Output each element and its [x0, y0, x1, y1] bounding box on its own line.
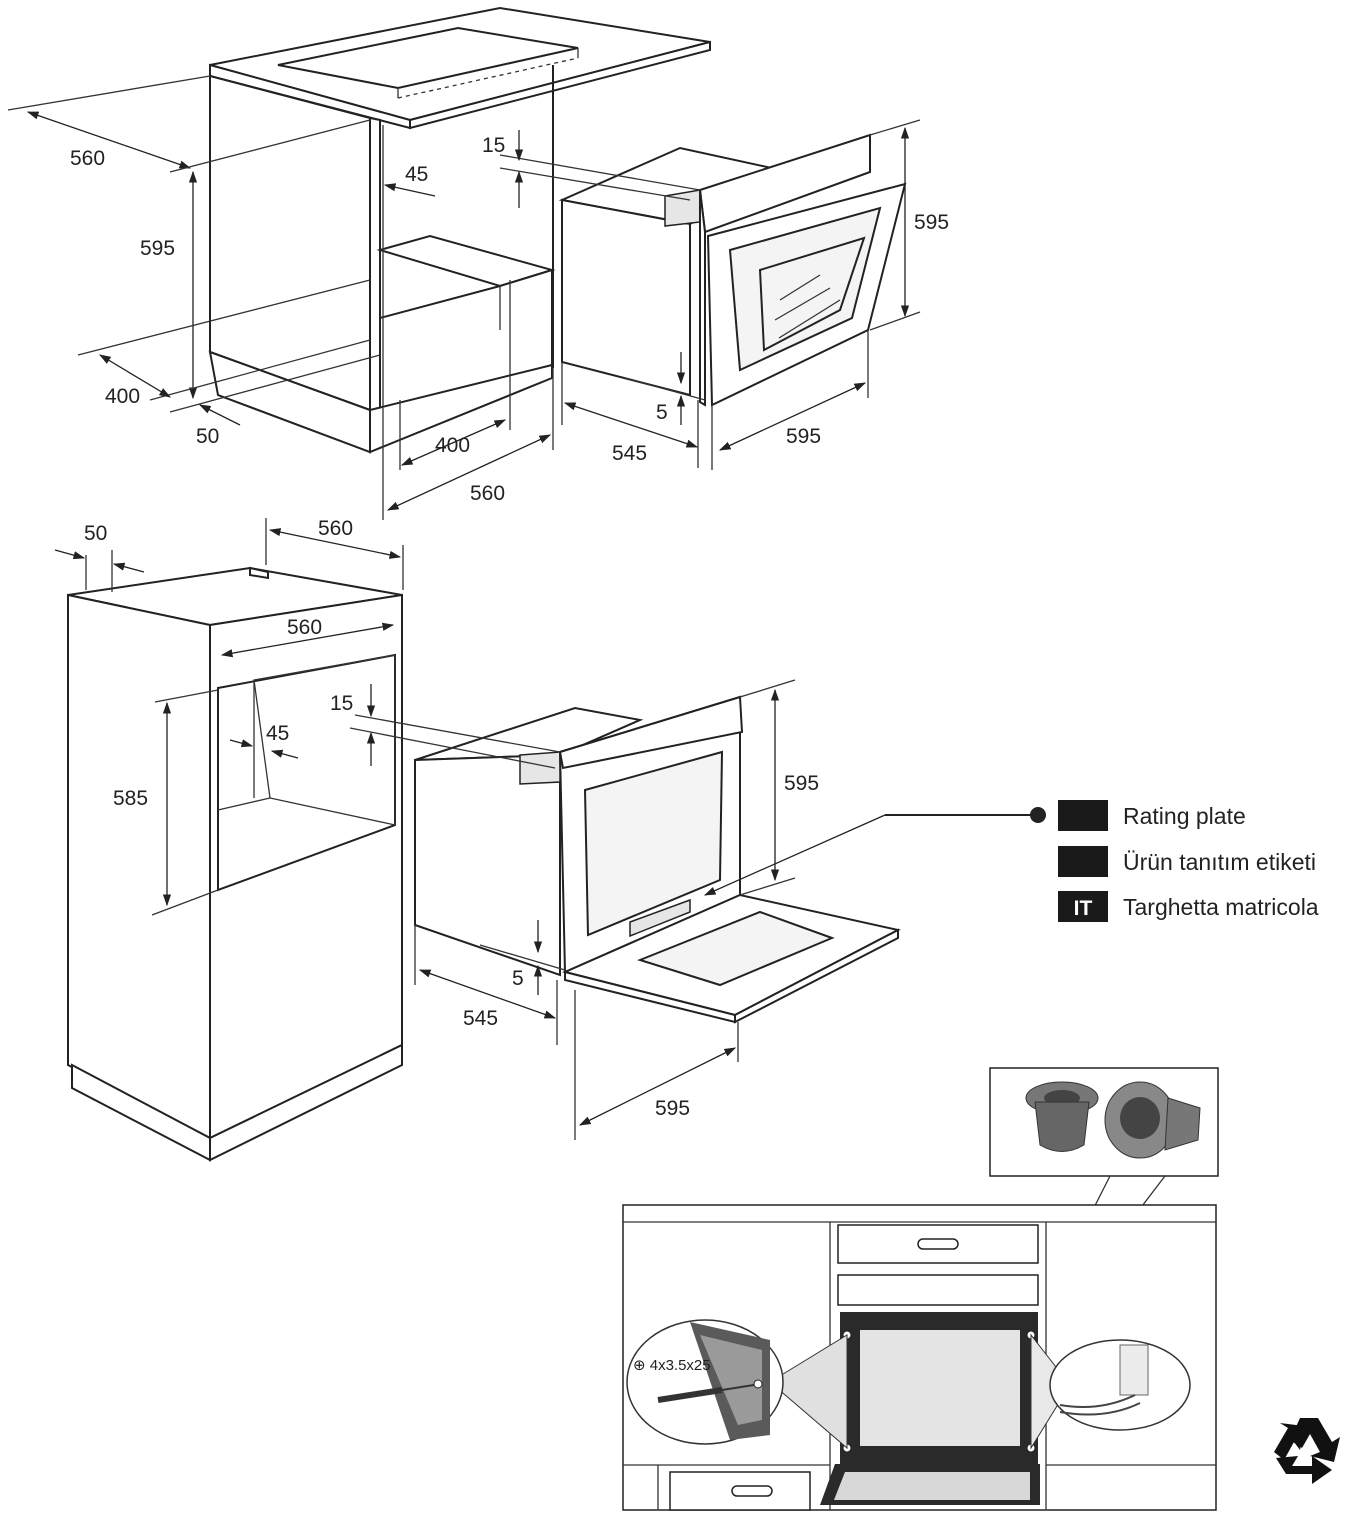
top-dim-top-gap: 15 [482, 134, 505, 157]
plug-left [1025, 1081, 1099, 1152]
top-dim-opening-width: 560 [470, 482, 505, 505]
bottom-dim-opening-height: 585 [113, 787, 148, 810]
bottom-dim-oven-width: 595 [655, 1097, 690, 1120]
top-dim-cabinet-depth: 560 [70, 147, 105, 170]
top-dim-oven-width: 595 [786, 425, 821, 448]
top-dim-bottom-depth: 400 [105, 385, 140, 408]
plug-right [1104, 1081, 1201, 1159]
bottom-dim-top-gap: 15 [330, 692, 353, 715]
rating-plate-pointer-dot [1030, 807, 1046, 823]
bottom-oven [414, 695, 901, 1024]
fixing-detail: ⊕ 4x3.5x25 [622, 1067, 1219, 1511]
legend-label-rating-plate: Rating plate [1123, 803, 1246, 829]
top-dim-oven-height: 595 [914, 211, 949, 234]
bottom-dim-bottom-clearance: 5 [512, 967, 524, 990]
tall-cabinet [67, 566, 403, 1162]
top-dim-oven-depth: 545 [612, 442, 647, 465]
legend-label-urun: Ürün tanıtım etiketi [1123, 849, 1316, 875]
bottom-dim-oven-depth: 545 [463, 1007, 498, 1030]
top-dim-bottom-gap: 50 [196, 425, 219, 448]
legend-badge-it-text: IT [1074, 897, 1093, 920]
bottom-dim-opening-width: 560 [287, 616, 322, 639]
bottom-dimensions: 50 560 560 15 45 585 595 5 [54, 517, 1046, 1140]
recycle-icon [1274, 1418, 1340, 1484]
top-dim-bottom-clearance: 5 [656, 401, 668, 424]
screw-spec-label: ⊕ 4x3.5x25 [633, 1357, 711, 1374]
top-dim-cabinet-height: 595 [140, 237, 175, 260]
rating-plate-legend: Rating plate Ürün tanıtım etiketi IT Tar… [1058, 800, 1319, 922]
top-dim-inner-depth: 400 [435, 434, 470, 457]
legend-badge-it [1058, 891, 1108, 922]
legend-badge-gb [1058, 800, 1108, 831]
legend-label-targhetta: Targhetta matricola [1123, 894, 1319, 920]
bottom-dim-cabinet-depth: 560 [318, 517, 353, 540]
top-oven [558, 133, 907, 407]
top-dim-side-offset: 45 [405, 163, 428, 186]
bottom-dim-oven-height: 595 [784, 772, 819, 795]
bottom-dim-side-offset: 45 [266, 722, 289, 745]
legend-badge-tr [1058, 846, 1108, 877]
bottom-dim-back-gap: 50 [84, 522, 107, 545]
top-dimensions: 560 595 45 400 50 400 560 15 [7, 75, 949, 511]
